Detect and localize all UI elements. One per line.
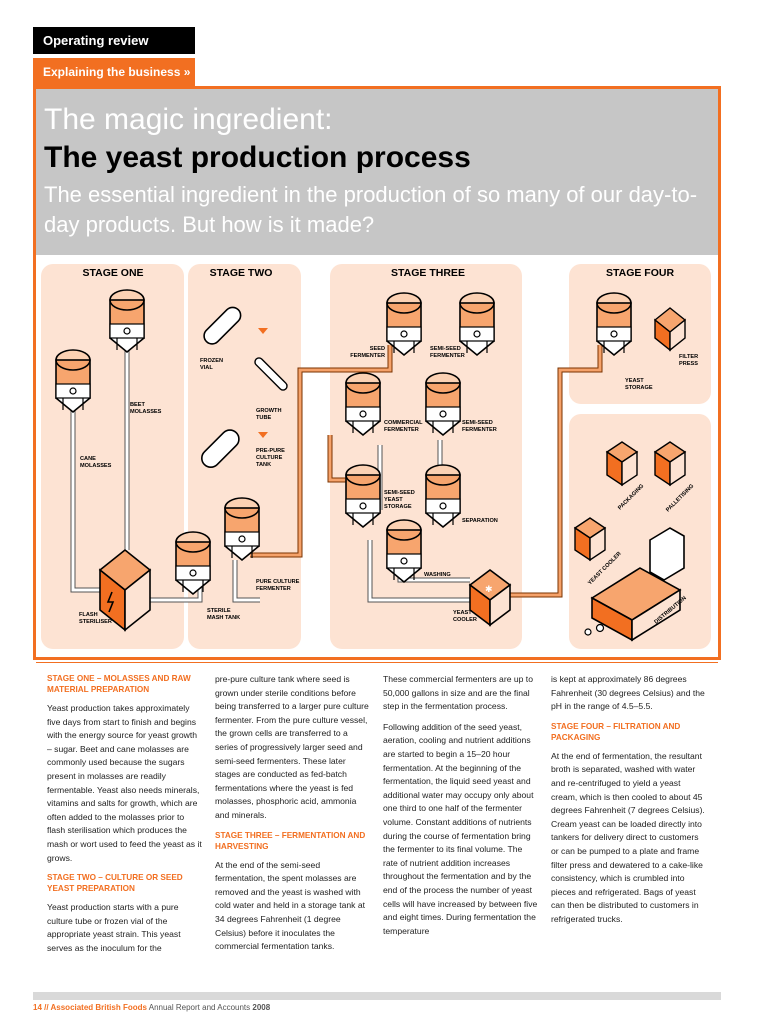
text-column-3: These commercial fermenters are up to 50… (383, 673, 538, 945)
stage-three-panel (330, 264, 522, 649)
report-name: Annual Report and Accounts (146, 1003, 253, 1012)
title-light: The magic ingredient: (44, 103, 333, 136)
col1-heading-1: STAGE ONE – MOLASSES AND RAW MATERIAL PR… (47, 674, 191, 694)
washing-label: WASHING (424, 572, 451, 578)
footer-separator: // (41, 1003, 51, 1012)
palletising-icon (653, 441, 687, 487)
col1-para-2: Yeast production starts with a pure cult… (47, 902, 181, 953)
col4-para-2: At the end of fermentation, the resultan… (551, 750, 705, 924)
footer: 14 // Associated British Foods Annual Re… (33, 1003, 270, 1012)
washing-tank (386, 519, 422, 583)
delivery-truck-icon (584, 527, 685, 642)
divider (36, 662, 718, 663)
arrow-icon (258, 328, 268, 334)
page-number: 14 (33, 1003, 42, 1012)
pre-pure-culture-tank-icon (201, 429, 240, 468)
growth-tube-icon (254, 357, 288, 391)
col3-para-2: Following addition of the seed yeast, ae… (383, 721, 538, 936)
page-title: The yeast production process (44, 141, 471, 174)
col4-para-1: is kept at approximately 86 degrees Fahr… (551, 674, 705, 712)
sub-section-tag: Explaining the business » (33, 58, 195, 86)
pure-culture-fermenter-tank (224, 497, 260, 561)
separation-label: SEPARATION (462, 518, 498, 524)
section-tag: Operating review (33, 27, 195, 54)
process-diagram: STAGE ONE STAGE TWO STAGE THREE STAGE FO… (36, 255, 718, 657)
text-column-2: pre-pure culture tank where seed is grow… (215, 673, 370, 961)
semi-seed-fermenter-top-tank (459, 292, 495, 356)
text-column-1: STAGE ONE – MOLASSES AND RAW MATERIAL PR… (47, 673, 202, 963)
stage-three-title: STAGE THREE (391, 267, 465, 279)
semi-seed-yeast-storage-tank (345, 464, 381, 528)
col1-para-1: Yeast production takes approximately fiv… (47, 703, 202, 863)
filter-press-icon (653, 307, 687, 352)
semi-seed-fermenter-tank (425, 372, 461, 436)
flash-steriliser-icon (98, 548, 152, 632)
col3-para-1: These commercial fermenters are up to 50… (383, 674, 533, 712)
cane-molasses-tank (55, 349, 91, 413)
footer-bar (33, 992, 721, 1000)
yeast-cooler-stage-four-icon (573, 517, 607, 562)
beet-molasses-tank (109, 289, 145, 353)
yeast-cooler-icon: ✱ (468, 569, 512, 627)
col2-heading-1: STAGE THREE – FERMENTATION AND HARVESTIN… (215, 830, 366, 851)
packaging-icon (605, 441, 639, 487)
report-year: 2008 (252, 1003, 271, 1012)
header-panel (36, 89, 718, 255)
yeast-storage-tank (596, 292, 632, 356)
col2-para-1: pre-pure culture tank where seed is grow… (215, 674, 369, 820)
stage-one-title: STAGE ONE (82, 267, 143, 279)
frozen-vial-icon (203, 306, 242, 345)
seed-fermenter-tank (386, 292, 422, 356)
sterile-mash-tank (175, 531, 211, 595)
arrow-icon-2 (258, 432, 268, 438)
subtitle: The essential ingredient in the producti… (44, 182, 698, 237)
col1-heading-2: STAGE TWO – CULTURE OR SEED YEAST PREPAR… (47, 873, 183, 894)
text-column-4: is kept at approximately 86 degrees Fahr… (551, 673, 706, 934)
stage-two-title: STAGE TWO (210, 267, 273, 279)
commercial-fermenter-tank (345, 372, 381, 436)
stage-four-title: STAGE FOUR (606, 267, 674, 279)
col2-para-2: At the end of the semi-seed fermentation… (215, 859, 366, 952)
company-name: Associated British Foods (50, 1003, 147, 1012)
col4-heading-1: STAGE FOUR – FILTRATION AND PACKAGING (551, 721, 681, 742)
svg-text:✱: ✱ (485, 585, 493, 595)
separation-tank (425, 464, 461, 528)
